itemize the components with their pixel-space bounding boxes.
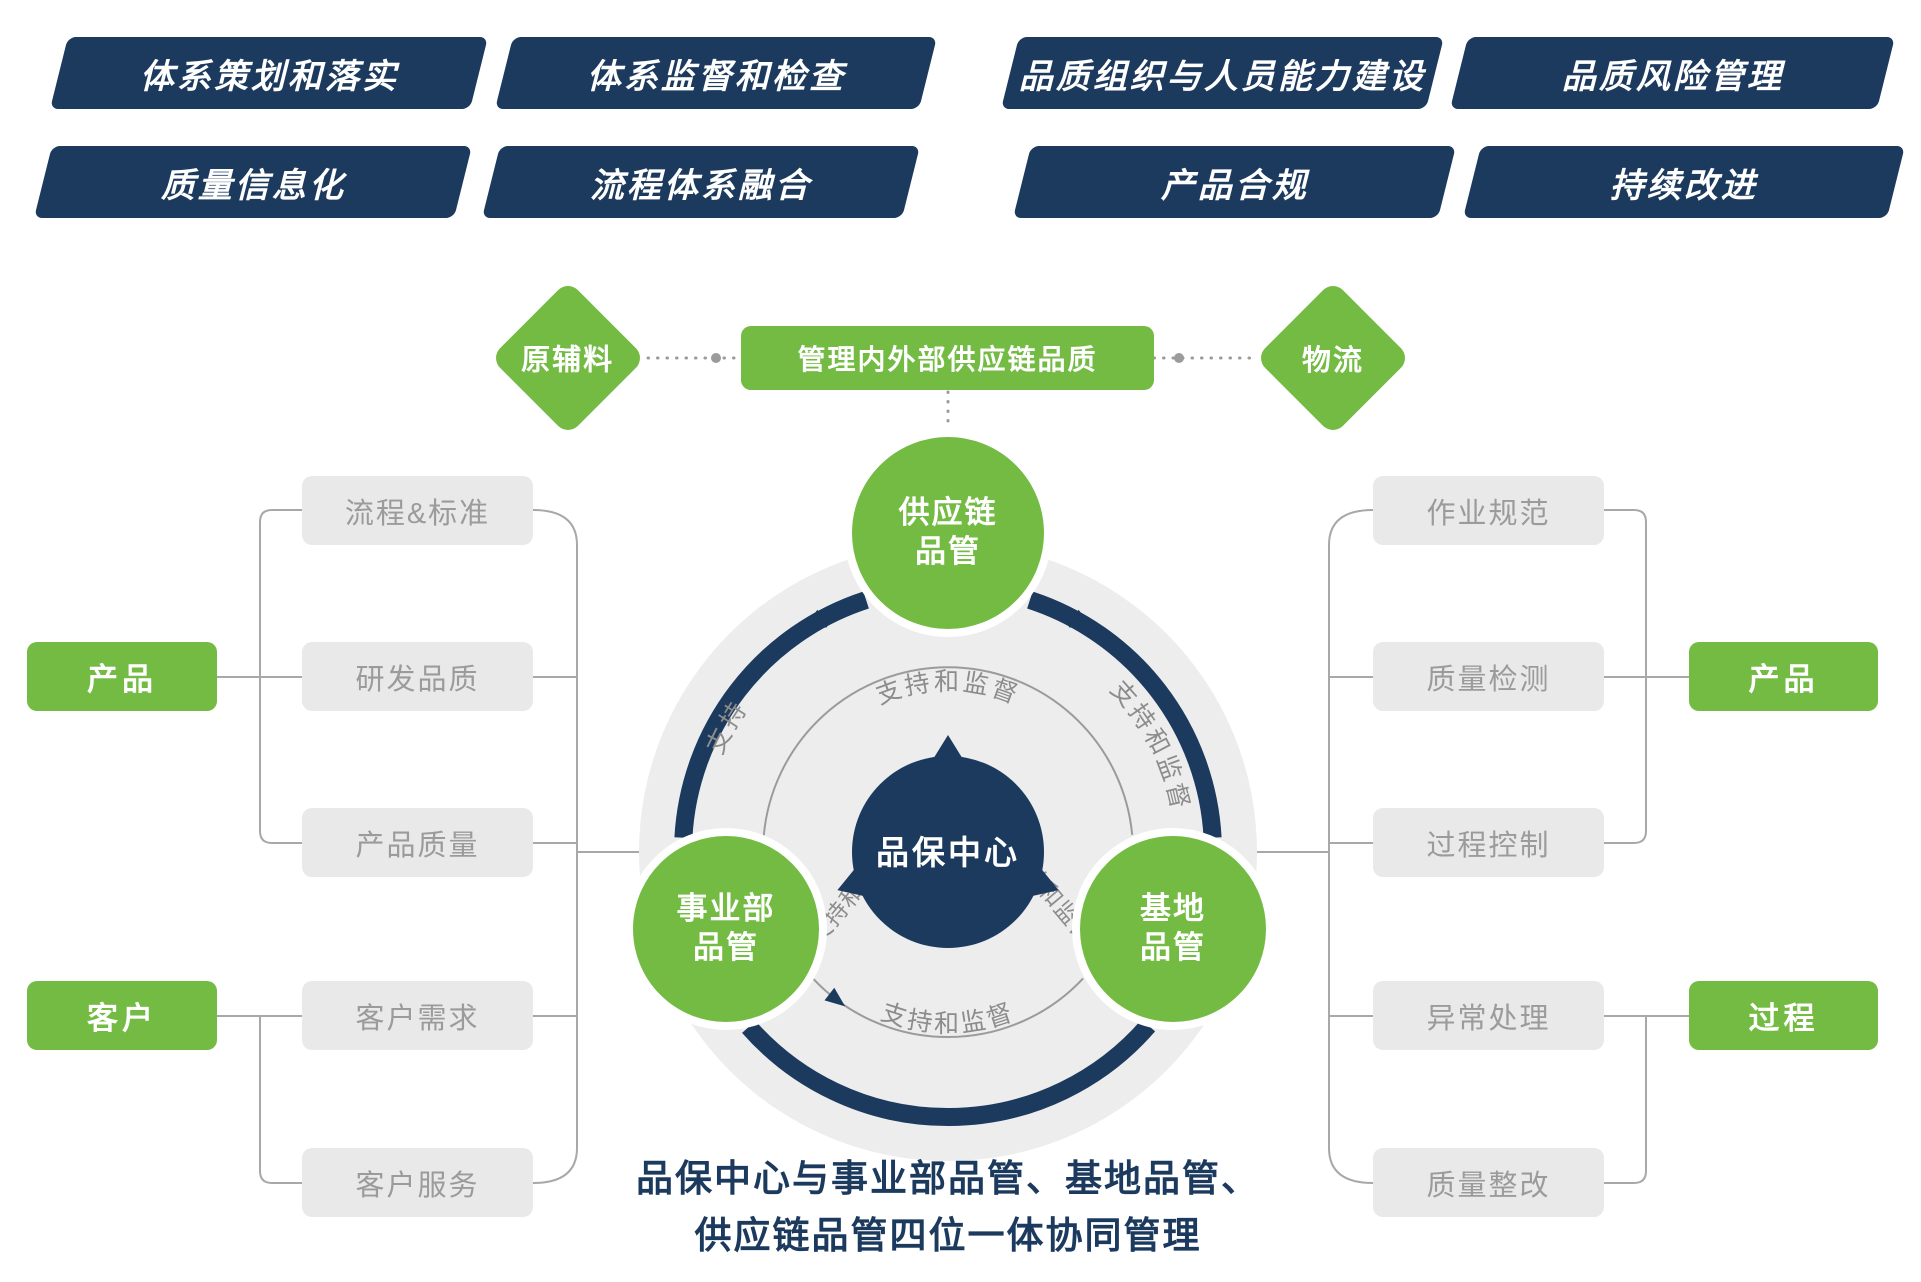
pill-label: 管理内外部供应链品质 [797, 344, 1098, 375]
right-gray-work-standards: 作业规范 [1373, 476, 1604, 545]
circle-label-line1: 供应链 [898, 495, 998, 531]
banner-continuous-improvement: 持续改进 [1463, 146, 1905, 218]
caption-line1: 品保中心与事业部品管、基地品管、 [636, 1158, 1260, 1199]
right-gray-quality-rectification: 质量整改 [1373, 1148, 1604, 1217]
circle-business-unit-qc: 事业部 品管 [625, 828, 827, 1030]
flow-arrow-bottom [824, 987, 846, 1007]
left-green-product: 产品 [27, 642, 217, 711]
arc-label-right: 支持和监督 [1105, 676, 1195, 815]
diamond-logistics: 物流 [1255, 280, 1411, 436]
green-label: 产品 [1748, 662, 1819, 697]
gray-label: 客户服务 [355, 1169, 480, 1202]
green-label: 客户 [87, 1001, 157, 1036]
circle-label-line1: 基地 [1140, 891, 1206, 927]
banner-system-supervision: 体系监督和检查 [495, 37, 937, 109]
gray-label: 过程控制 [1426, 829, 1551, 862]
arc-label-left: 支持 [701, 695, 753, 758]
supply-chain-pill: 管理内外部供应链品质 [741, 326, 1154, 390]
gray-label: 质量整改 [1426, 1169, 1551, 1202]
banner-product-compliance: 产品合规 [1013, 146, 1456, 218]
gray-label: 研发品质 [355, 663, 480, 696]
banner-label: 体系监督和检查 [586, 57, 846, 96]
inner-circle [762, 666, 1134, 1038]
banner-risk-management: 品质风险管理 [1450, 37, 1895, 109]
gray-label: 流程&标准 [344, 497, 491, 530]
left-gray-customer-service: 客户服务 [302, 1148, 533, 1217]
gray-label: 客户需求 [355, 1002, 480, 1035]
banner-system-planning: 体系策划和落实 [50, 37, 488, 109]
flow-arrow-right [1068, 609, 1095, 631]
banner-organization-capability: 品质组织与人员能力建设 [1001, 37, 1444, 109]
dot-right [1174, 353, 1184, 363]
right-green-process: 过程 [1689, 981, 1878, 1050]
banner-process-integration: 流程体系融合 [482, 146, 920, 218]
right-gray-quality-inspection: 质量检测 [1373, 642, 1604, 711]
circle-label-line1: 事业部 [676, 891, 776, 927]
flow-arrows [801, 609, 1095, 1007]
circle-label-line2: 品管 [1140, 930, 1206, 965]
banner-label: 体系策划和落实 [139, 57, 399, 96]
green-label: 产品 [87, 662, 157, 697]
left-green-customer: 客户 [27, 981, 217, 1050]
dot-left [711, 353, 721, 363]
left-gray-rd-quality: 研发品质 [302, 642, 533, 711]
banner-label: 持续改进 [1610, 166, 1758, 205]
left-gray-process-standard: 流程&标准 [302, 476, 533, 545]
banner-label: 品质组织与人员能力建设 [1019, 57, 1426, 96]
caption-line2: 供应链品管四位一体协同管理 [694, 1215, 1202, 1257]
flow-arrow-left [801, 609, 828, 631]
diamond-label: 原辅料 [521, 344, 615, 377]
gray-label: 产品质量 [355, 829, 480, 862]
banner-quality-informatization: 质量信息化 [34, 146, 472, 218]
left-gray-customer-needs: 客户需求 [302, 981, 533, 1050]
diamond-label: 物流 [1301, 344, 1365, 377]
circle-label-line2: 品管 [693, 930, 759, 965]
right-gray-exception-handling: 异常处理 [1373, 981, 1604, 1050]
hub-label: 品保中心 [876, 834, 1020, 871]
circle-supply-chain-qc: 供应链 品管 [844, 429, 1052, 637]
hub-shape [837, 735, 1059, 948]
green-label: 过程 [1748, 1001, 1819, 1036]
arc-label-top: 支持和监督 [872, 668, 1023, 710]
right-green-product: 产品 [1689, 642, 1878, 711]
banner-label: 质量信息化 [160, 166, 346, 205]
circle-label-line2: 品管 [915, 534, 981, 569]
right-gray-process-control: 过程控制 [1373, 808, 1604, 877]
gray-label: 异常处理 [1426, 1002, 1551, 1035]
banner-label: 流程体系融合 [590, 166, 812, 205]
left-gray-product-quality: 产品质量 [302, 808, 533, 877]
circle-base-qc: 基地 品管 [1072, 828, 1274, 1030]
banner-label: 产品合规 [1160, 166, 1309, 205]
diamond-raw-materials: 原辅料 [490, 280, 646, 436]
diagram-caption: 品保中心与事业部品管、基地品管、 供应链品管四位一体协同管理 [448, 1150, 1448, 1265]
gray-label: 作业规范 [1426, 497, 1551, 530]
arc-label-bottom: 支持和监督 [878, 998, 1019, 1038]
banner-label: 品质风险管理 [1561, 57, 1784, 96]
gray-label: 质量检测 [1426, 663, 1551, 696]
